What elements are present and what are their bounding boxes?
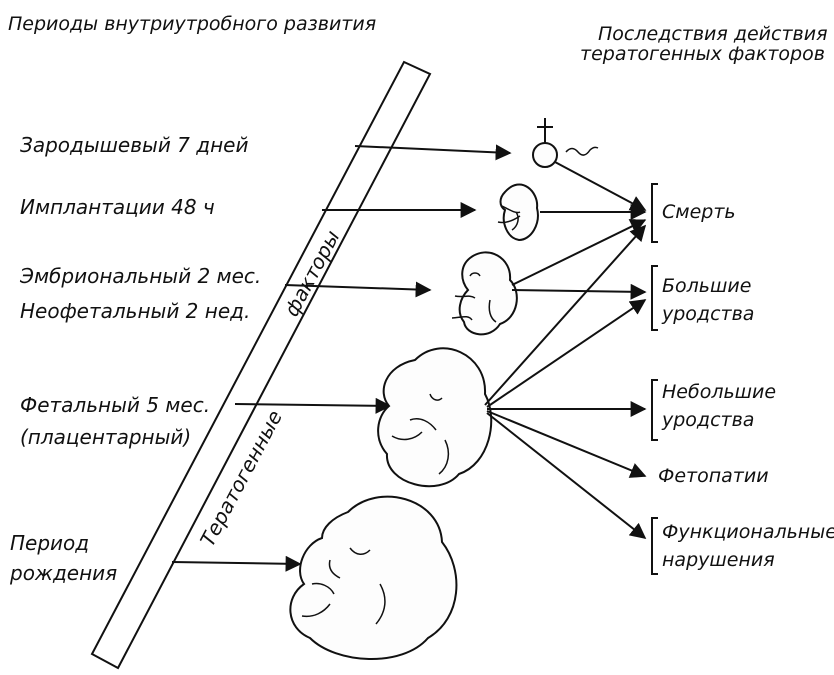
- arrow-birth: [172, 562, 300, 564]
- period-birth-line2: рождения: [9, 561, 117, 585]
- arrow-fetal-functional: [487, 413, 645, 538]
- outcome-functional-line1: Функциональные: [662, 521, 834, 543]
- implantation-embryo-icon: [498, 184, 538, 240]
- outcome-functional-line2: нарушения: [662, 549, 775, 571]
- outcome-fetopathies: Фетопатии: [658, 465, 769, 487]
- bracket-minor: [652, 380, 658, 440]
- period-neofetal: Неофетальный 2 нед.: [20, 299, 250, 323]
- outcome-major-line2: уродства: [661, 303, 754, 325]
- period-fetal: Фетальный 5 мес.: [20, 393, 210, 417]
- arrow-zygote: [355, 146, 510, 153]
- outcome-major-line1: Большие: [662, 275, 751, 297]
- period-embryonic: Эмбриональный 2 мес.: [19, 264, 261, 288]
- period-zygote: Зародышевый 7 дней: [20, 133, 248, 157]
- bracket-functional: [652, 518, 658, 574]
- arrow-embryonic-major: [512, 290, 645, 292]
- arrow-fetal-fetopathies: [487, 411, 645, 476]
- outcome-minor-line1: Небольшие: [662, 381, 776, 403]
- banner-word-teratogenic: Тератогенные: [195, 406, 287, 550]
- newborn-icon: [290, 497, 456, 659]
- period-implantation: Имплантации 48 ч: [20, 195, 215, 219]
- period-fetal-placental: (плацентарный): [20, 425, 191, 449]
- header-periods: Периоды внутриутробного развития: [8, 13, 376, 35]
- fetal-period-fetus-icon: [378, 348, 491, 486]
- embryonic-fetus-icon: [452, 252, 517, 334]
- arrow-fetal: [235, 404, 390, 406]
- banner-word-factors: факторы: [279, 226, 344, 320]
- outcome-death: Смерть: [662, 201, 736, 223]
- bracket-major: [652, 266, 658, 330]
- period-birth-line1: Период: [10, 531, 89, 555]
- arrow-zygote-death: [555, 162, 645, 210]
- header-consequences-line2: тератогенных факторов: [580, 43, 825, 65]
- header-consequences-line1: Последствия действия: [598, 23, 828, 45]
- outcome-minor-line2: уродства: [661, 409, 754, 431]
- zygote-icon: [533, 118, 557, 167]
- sperm-icon: [566, 147, 598, 155]
- bracket-death: [652, 184, 658, 242]
